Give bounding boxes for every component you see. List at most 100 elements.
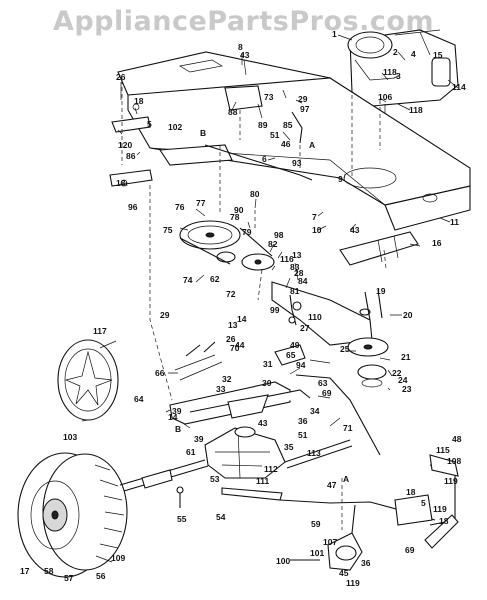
part-number-label: 20	[403, 310, 413, 320]
part-number-label: 33	[216, 384, 226, 394]
part-number-label: 39	[194, 434, 204, 444]
part-number-label: 117	[93, 326, 107, 336]
right-bracket	[339, 231, 419, 321]
side-rails	[169, 341, 381, 456]
part-number-label: 47	[327, 480, 337, 490]
part-number-label: 83	[290, 262, 300, 272]
part-number-label: 63	[318, 378, 328, 388]
part-number-label: 51	[270, 130, 280, 140]
rear-hub-cap	[57, 339, 119, 421]
part-number-label: 26	[226, 334, 236, 344]
part-number-label: 93	[292, 158, 302, 168]
part-number-label: 72	[226, 289, 236, 299]
linkage	[221, 454, 459, 571]
part-number-label: 44	[235, 340, 245, 350]
part-number-label: 112	[264, 464, 278, 474]
part-number-label: 102	[168, 122, 182, 132]
part-number-label: 119	[444, 476, 458, 486]
part-number-label: 27	[300, 323, 310, 333]
part-number-label: 69	[405, 545, 415, 555]
part-number-label: 59	[311, 519, 321, 529]
part-number-label: 7	[312, 212, 317, 222]
part-number-label: 11	[450, 217, 459, 227]
part-number-label: 116	[280, 254, 294, 264]
part-number-label: 71	[343, 423, 353, 433]
part-number-label: 111	[256, 476, 270, 486]
part-number-label: 25	[340, 344, 350, 354]
leader-lines	[81, 34, 459, 429]
part-number-label: 53	[210, 474, 220, 484]
part-number-label: 96	[128, 202, 138, 212]
part-number-label: 106	[378, 92, 392, 102]
part-number-label: 21	[401, 352, 411, 362]
part-number-label: 14	[168, 412, 178, 422]
part-number-label: 119	[346, 578, 360, 588]
pulleys-belts	[179, 220, 389, 388]
part-number-label: 18	[116, 178, 126, 188]
part-number-label: 84	[298, 276, 308, 286]
part-number-label: 109	[111, 553, 125, 563]
part-number-label: 88	[228, 107, 238, 117]
part-number-label: 5	[147, 119, 152, 129]
part-number-label: 43	[240, 50, 250, 60]
part-number-label: 32	[222, 374, 232, 384]
part-number-label: 82	[268, 239, 278, 249]
section-letter: A	[343, 474, 349, 484]
part-number-label: 54	[216, 512, 226, 522]
part-number-label: 118	[383, 67, 397, 77]
part-number-label: 39	[172, 406, 182, 416]
part-number-label: 2	[393, 47, 398, 57]
part-number-label: 22	[392, 368, 402, 378]
part-number-label: 70	[230, 343, 240, 353]
part-number-label: 28	[294, 268, 304, 278]
part-number-label: 119	[433, 504, 447, 514]
part-number-label: 34	[310, 406, 320, 416]
part-number-label: 3	[396, 71, 401, 81]
part-number-label: 76	[175, 202, 185, 212]
part-number-label: 75	[163, 225, 173, 235]
part-number-label: 23	[402, 384, 412, 394]
part-number-label: 79	[242, 227, 252, 237]
part-number-label: 26	[116, 72, 126, 82]
part-number-label: 30	[262, 378, 272, 388]
part-number-label: 45	[339, 568, 349, 578]
section-letter: A	[309, 140, 315, 150]
part-number-label: 58	[44, 566, 54, 576]
part-number-label: 65	[286, 350, 296, 360]
part-number-label: 86	[126, 151, 136, 161]
part-number-label: 18	[134, 96, 144, 106]
part-number-label: 15	[433, 50, 443, 60]
part-number-label: 110	[308, 312, 322, 322]
part-number-label: 51	[298, 430, 308, 440]
part-number-label: 108	[447, 456, 461, 466]
section-letter: B	[200, 128, 206, 138]
part-number-label: 29	[298, 94, 308, 104]
part-number-label: 113	[307, 448, 321, 458]
part-number-label: 114	[452, 82, 466, 92]
left-brackets	[109, 85, 313, 187]
part-number-label: 62	[210, 274, 220, 284]
part-number-label: 69	[322, 388, 332, 398]
part-number-label: 18	[406, 487, 416, 497]
part-number-label: 43	[350, 225, 360, 235]
part-number-label: 36	[298, 416, 308, 426]
part-number-label: 48	[452, 434, 462, 444]
part-number-label: 100	[276, 556, 290, 566]
part-number-label: 97	[300, 104, 310, 114]
part-number-label: 107	[323, 537, 337, 547]
part-number-label: 56	[96, 571, 106, 581]
part-number-label: 35	[284, 442, 294, 452]
part-number-label: 5	[421, 498, 426, 508]
part-number-label: 99	[270, 305, 280, 315]
part-number-label: 74	[183, 275, 193, 285]
part-number-label: 1	[332, 29, 337, 39]
part-number-label: 89	[258, 120, 268, 130]
part-number-label: 13	[292, 250, 302, 260]
part-number-label: 78	[230, 212, 240, 222]
part-number-label: 19	[376, 286, 386, 296]
part-number-label: 17	[20, 566, 30, 576]
part-number-label: 80	[250, 189, 260, 199]
